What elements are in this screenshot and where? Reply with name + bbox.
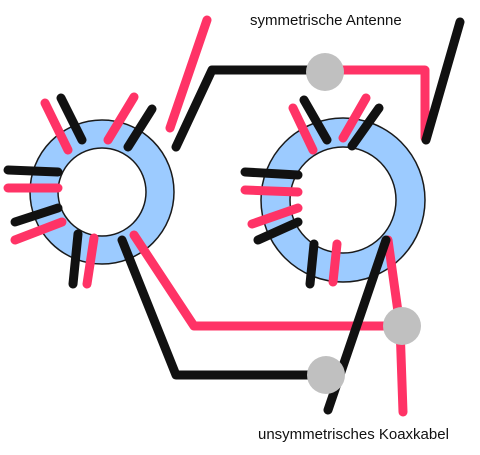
label-symmetric-antenna: symmetrische Antenne	[250, 12, 402, 29]
windings-right	[240, 93, 384, 289]
pink-wire-left-antenna	[165, 15, 212, 133]
windings-left	[3, 92, 157, 289]
toroid-core-left	[29, 119, 175, 265]
pink-wire-left-to-middle-junction	[129, 230, 407, 331]
label-unsymmetric-coax: unsymmetrisches Koaxkabel	[258, 426, 449, 443]
toroid-core-right	[260, 117, 426, 283]
junction-top	[306, 53, 344, 91]
black-wire-right-antenna	[421, 17, 465, 145]
black-wire-left-to-top-junction	[171, 65, 330, 152]
junction-bottom	[307, 356, 345, 394]
black-wire-left-to-bottom-junction	[117, 235, 331, 380]
pink-wire-top-junction-to-right	[320, 65, 430, 143]
junctions	[306, 53, 421, 394]
connection-wires	[117, 15, 465, 417]
junction-middle	[383, 307, 421, 345]
